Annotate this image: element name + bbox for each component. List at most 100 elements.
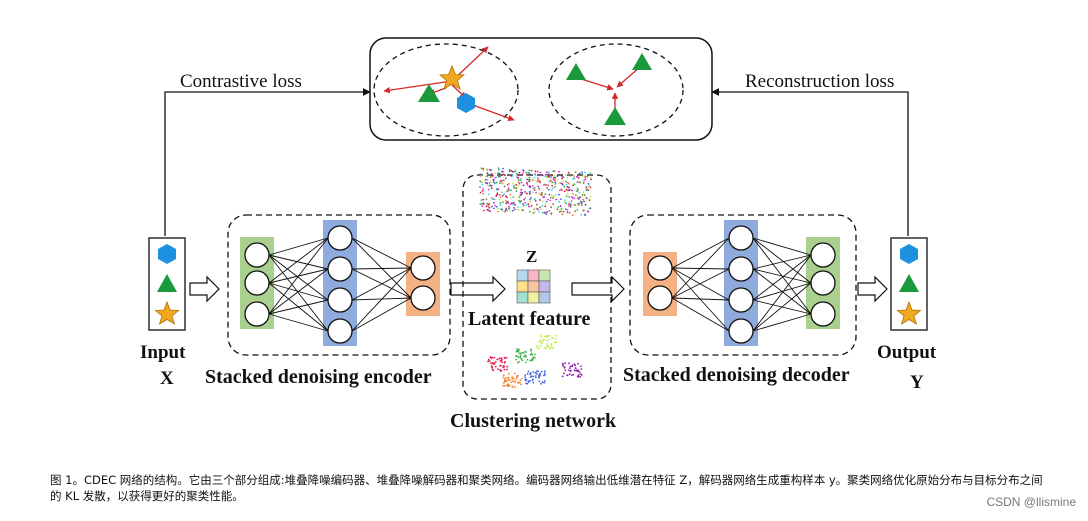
scatter-point: [508, 170, 511, 173]
cluster-point: [516, 374, 519, 377]
scatter-point: [566, 181, 569, 184]
encoder-connection: [351, 237, 412, 269]
scatter-point: [559, 208, 561, 211]
cluster-point: [505, 379, 508, 382]
cluster-point: [541, 381, 544, 384]
decoder-to-output-arrow: [857, 275, 888, 303]
cluster-point: [568, 362, 570, 365]
cluster-point: [526, 372, 529, 375]
cluster-point: [517, 350, 520, 352]
scatter-point: [489, 210, 491, 213]
cluster-point: [518, 348, 520, 351]
scatter-point: [507, 182, 510, 185]
cluster-point: [564, 369, 567, 372]
scatter-point: [515, 187, 518, 190]
scatter-point: [532, 212, 535, 214]
scatter-point: [583, 200, 585, 203]
cluster-point: [567, 369, 570, 372]
cluster-point: [503, 356, 506, 359]
scatter-point: [567, 171, 570, 174]
scatter-point: [554, 194, 557, 196]
scatter-point: [534, 174, 537, 177]
latent-embedding-scatter: [479, 167, 592, 217]
scatter-point: [501, 170, 504, 173]
cluster-point: [575, 369, 577, 372]
scatter-point: [504, 209, 507, 211]
scatter-point: [524, 201, 526, 204]
cluster-point: [530, 349, 532, 352]
scatter-point: [532, 191, 535, 194]
encoder-connection: [268, 254, 329, 332]
decoder-neuron: [810, 270, 836, 296]
scatter-point: [572, 178, 574, 181]
scatter-point: [561, 213, 564, 216]
scatter-point: [582, 209, 585, 212]
triangle-icon: [604, 107, 626, 125]
scatter-point: [580, 213, 583, 216]
cluster-point: [550, 344, 553, 346]
scatter-point: [577, 181, 579, 183]
cluster-point: [577, 362, 579, 365]
cluster-point: [579, 376, 582, 378]
star-icon: [154, 300, 180, 325]
cluster-point: [546, 343, 549, 345]
scatter-point: [500, 208, 502, 211]
scatter-point: [512, 203, 514, 206]
encoder-neuron: [410, 285, 436, 311]
scatter-point: [579, 181, 581, 184]
cluster-point: [516, 348, 518, 350]
cluster-point: [523, 355, 525, 358]
scatter-point: [568, 196, 570, 198]
scatter-point: [540, 193, 542, 196]
scatter-point: [563, 185, 566, 188]
latent-to-decoder-arrow: [571, 275, 625, 303]
scatter-point: [488, 206, 491, 209]
scatter-point: [510, 169, 513, 172]
scatter-point: [525, 171, 528, 174]
scatter-point: [526, 178, 528, 181]
cluster-point: [573, 369, 576, 372]
scatter-point: [583, 171, 586, 174]
scatter-point: [533, 176, 536, 179]
scatter-point: [528, 210, 531, 213]
cluster-point: [502, 382, 505, 384]
scatter-point: [506, 209, 508, 212]
scatter-point: [544, 175, 546, 178]
cluster-point: [527, 370, 530, 373]
scatter-point: [544, 193, 546, 196]
scatter-point: [487, 203, 490, 206]
cluster-point: [503, 384, 506, 387]
scatter-point: [539, 206, 541, 209]
cluster-point: [525, 361, 527, 364]
latent-feature-grid-icon: [516, 269, 551, 304]
scatter-point: [481, 205, 484, 208]
scatter-point: [486, 178, 489, 181]
scatter-point: [582, 175, 584, 177]
scatter-point: [536, 170, 539, 173]
cluster-point: [539, 334, 542, 336]
cluster-point: [502, 374, 505, 377]
cluster-point: [525, 378, 528, 381]
scatter-point: [480, 181, 483, 184]
scatter-point: [504, 195, 507, 198]
scatter-point: [484, 182, 487, 184]
cluster-point: [491, 368, 494, 371]
scatter-point: [560, 210, 563, 213]
cluster-point: [519, 355, 522, 357]
scatter-point: [565, 195, 568, 198]
scatter-point: [560, 207, 563, 210]
scatter-point: [527, 171, 530, 174]
scatter-point: [547, 184, 550, 187]
cluster-point: [530, 352, 533, 355]
scatter-point: [528, 180, 531, 183]
cluster-point: [515, 355, 517, 357]
cluster-point: [493, 356, 496, 359]
scatter-point: [518, 183, 521, 186]
cluster-point: [544, 335, 546, 338]
scatter-point: [589, 172, 592, 175]
scatter-point: [550, 176, 552, 179]
cluster-point: [561, 362, 564, 365]
cluster-point: [514, 372, 516, 375]
cluster-point: [566, 374, 569, 377]
cluster-point: [574, 364, 577, 367]
